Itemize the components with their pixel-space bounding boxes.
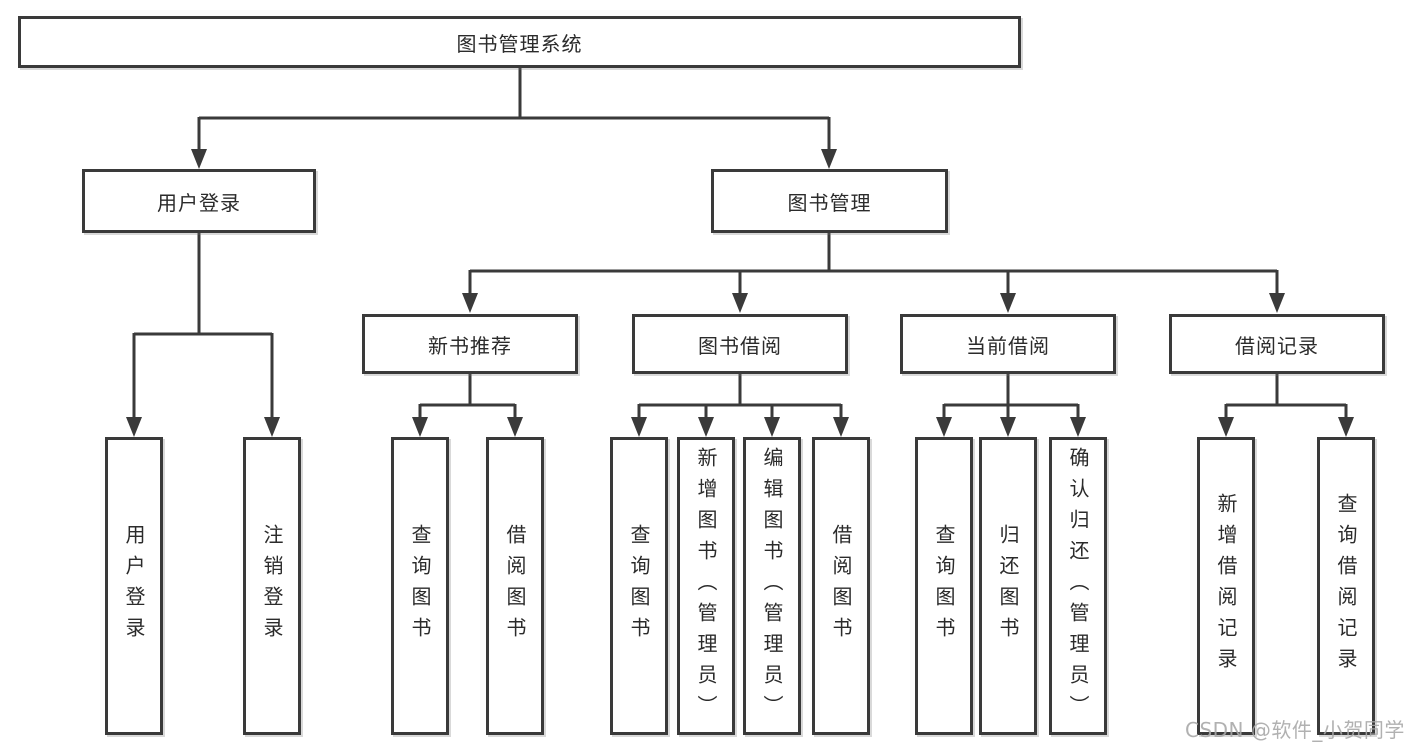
node-label: 查询借阅记录 [1334, 493, 1358, 679]
node-label: 图书借阅 [698, 333, 782, 358]
node-label: 当前借阅 [966, 333, 1050, 358]
node-label: 图书管理 [787, 190, 872, 215]
node-borrow-book-recommend: 借阅图书 [486, 437, 544, 735]
node-query-borrow-record: 查询借阅记录 [1317, 437, 1375, 735]
node-label: 查询图书 [408, 524, 432, 648]
node-borrowing-records: 借阅记录 [1169, 314, 1385, 374]
node-label: 借阅图书 [829, 524, 853, 648]
node-user-login: 用户登录 [105, 437, 163, 735]
node-label: 归还图书 [996, 524, 1020, 648]
node-add-borrow-record: 新增借阅记录 [1197, 437, 1255, 735]
node-label: 注销登录 [260, 524, 284, 648]
node-book-management: 图书管理 [711, 169, 948, 233]
node-query-book-current: 查询图书 [915, 437, 973, 735]
node-label: 查询图书 [932, 524, 956, 648]
node-label: 查询图书 [627, 524, 651, 648]
node-label: 编辑图书（管理员） [760, 446, 784, 726]
node-query-book-recommend: 查询图书 [391, 437, 449, 735]
node-user-login-group: 用户登录 [82, 169, 316, 233]
node-label: 确认归还（管理员） [1066, 446, 1090, 726]
node-return-book: 归还图书 [979, 437, 1037, 735]
watermark-csdn: CSDN @软件_小贺同学 [1185, 718, 1405, 742]
node-label: 新增借阅记录 [1214, 493, 1238, 679]
node-label: 图书管理系统 [456, 31, 583, 56]
node-query-book-borrowing: 查询图书 [610, 437, 668, 735]
node-add-book-admin: 新增图书（管理员） [677, 437, 735, 735]
node-borrow-book: 借阅图书 [812, 437, 870, 735]
node-new-book-recommend: 新书推荐 [362, 314, 578, 374]
node-edit-book-admin: 编辑图书（管理员） [743, 437, 801, 735]
node-label: 用户登录 [157, 190, 241, 215]
node-book-management-system: 图书管理系统 [18, 16, 1021, 68]
node-logout-login: 注销登录 [243, 437, 301, 735]
node-label: 借阅记录 [1235, 333, 1319, 358]
node-label: 用户登录 [122, 524, 146, 648]
node-book-borrowing: 图书借阅 [632, 314, 848, 374]
node-confirm-return-admin: 确认归还（管理员） [1049, 437, 1107, 735]
node-label: 借阅图书 [503, 524, 527, 648]
node-current-borrowing: 当前借阅 [900, 314, 1116, 374]
node-label: 新书推荐 [428, 333, 512, 358]
node-label: 新增图书（管理员） [694, 446, 718, 726]
